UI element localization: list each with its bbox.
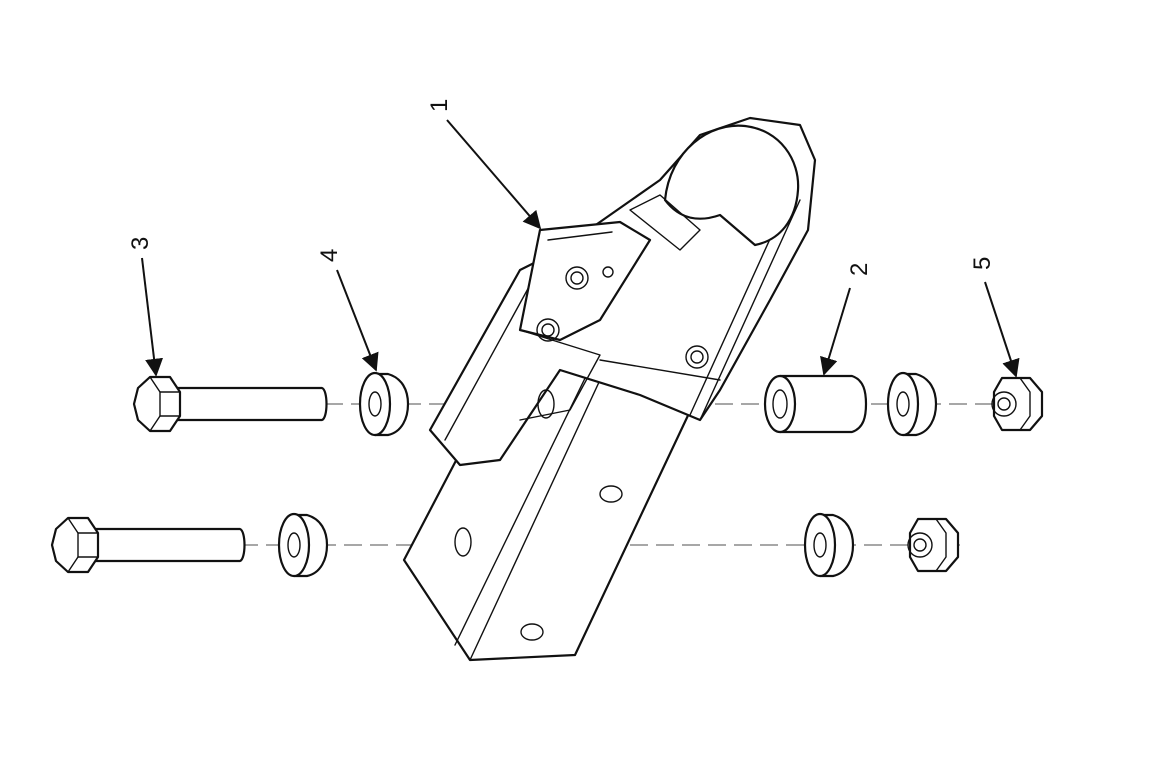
hex-bolt-lower [50, 516, 246, 574]
leader-line-4 [336, 269, 379, 372]
washer-upper-left [358, 371, 410, 437]
washer-lower-left [277, 512, 329, 578]
callout-2: 2 [846, 263, 873, 276]
hex-bolt-upper [132, 375, 328, 433]
leader-line-1 [446, 119, 542, 230]
coupler-assembly [402, 116, 817, 662]
callout-3: 3 [127, 237, 154, 250]
washer-lower-right [803, 512, 855, 578]
leader-line-3 [141, 257, 164, 377]
callout-5: 5 [969, 257, 996, 270]
lock-nut-upper [991, 376, 1044, 432]
lock-nut-lower [907, 517, 960, 573]
callout-4: 4 [316, 249, 343, 262]
leader-line-2 [820, 287, 851, 376]
spacer-bushing [763, 374, 868, 434]
leader-line-5 [984, 281, 1020, 378]
washer-upper-right [886, 371, 938, 437]
callout-1: 1 [426, 99, 453, 112]
